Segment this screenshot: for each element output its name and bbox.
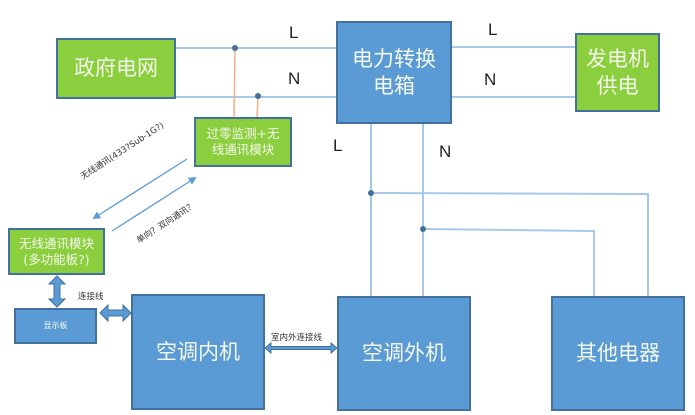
generator-label-line2: 供电 bbox=[596, 73, 639, 98]
zero-cross-module-box: 过零监测+无 线通讯模块 bbox=[194, 117, 292, 167]
indoor-outdoor-wire-label: 室内外连接线 bbox=[271, 333, 323, 343]
junction-dot bbox=[368, 190, 374, 196]
output-neutral-label: N bbox=[439, 142, 452, 161]
indoor-unit-box: 空调内机 bbox=[131, 294, 265, 410]
display-indoor-double-arrow bbox=[99, 303, 132, 323]
other-appliances-box: 其他电器 bbox=[551, 296, 685, 411]
wireless-uplink-arrow bbox=[111, 176, 197, 232]
zero-cross-label-line1: 过零监测+无 bbox=[206, 126, 280, 142]
output-live-label: L bbox=[333, 136, 343, 155]
zero-cross-neutral-tap bbox=[256, 95, 259, 119]
transfer-box-label-line2: 电箱 bbox=[373, 73, 415, 98]
appliance-neutral-wire bbox=[422, 228, 595, 297]
zero-cross-label-line2: 线通讯模块 bbox=[211, 142, 275, 157]
generator-box: 发电机 供电 bbox=[575, 33, 660, 112]
generator-neutral-label: N bbox=[484, 70, 497, 89]
connect-wire-label: 连接线 bbox=[78, 292, 104, 302]
junction-dot bbox=[420, 226, 426, 232]
grid-neutral-label: N bbox=[288, 69, 301, 88]
display-board-box: 显示板 bbox=[14, 308, 97, 344]
wireless-module-label-line2: (多功能板?) bbox=[23, 251, 90, 267]
grid-power-box: 政府电网 bbox=[56, 38, 176, 99]
indoor-outdoor-double-arrow bbox=[264, 341, 338, 355]
generator-label-line1: 发电机 bbox=[586, 47, 649, 72]
other-appliances-label: 其他电器 bbox=[576, 341, 660, 366]
appliance-live-wire bbox=[370, 192, 649, 297]
wireless-module-label-line1: 无线通讯模块 bbox=[18, 235, 94, 251]
module-display-double-arrow bbox=[47, 275, 67, 308]
zero-cross-live-tap bbox=[233, 47, 236, 119]
generator-live-label: L bbox=[488, 20, 498, 39]
power-transfer-box: 电力转换 电箱 bbox=[336, 21, 452, 124]
wireless-downlink-arrow bbox=[92, 158, 188, 220]
outdoor-unit-box: 空调外机 bbox=[337, 296, 471, 411]
indoor-unit-label: 空调内机 bbox=[156, 339, 240, 364]
junction-dot bbox=[232, 45, 238, 51]
junction-dot bbox=[255, 93, 261, 99]
grid-live-label: L bbox=[289, 23, 299, 42]
grid-power-label: 政府电网 bbox=[74, 56, 158, 81]
display-board-label: 显示板 bbox=[43, 321, 68, 330]
transfer-box-label-line1: 电力转换 bbox=[352, 47, 436, 72]
wireless-module-box: 无线通讯模块 (多功能板?) bbox=[8, 228, 105, 275]
outdoor-unit-label: 空调外机 bbox=[362, 341, 446, 366]
